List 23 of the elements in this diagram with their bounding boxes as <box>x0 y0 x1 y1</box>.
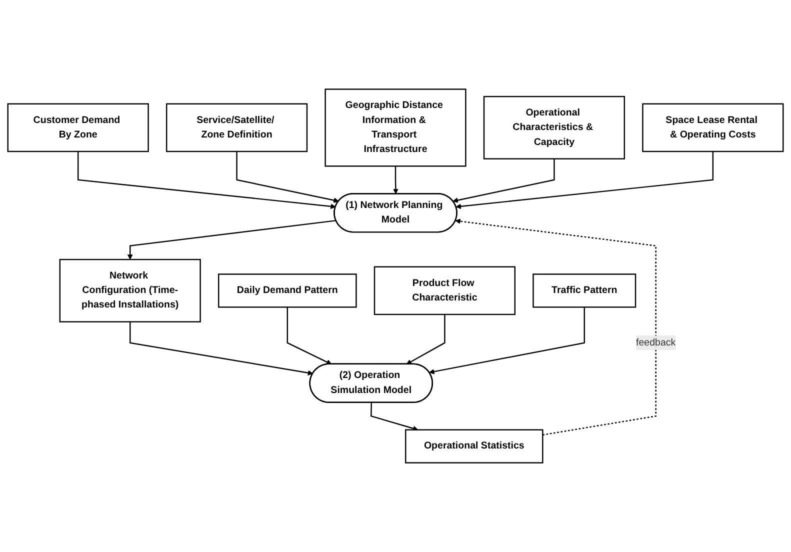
node-box: Product Flow Characteristic <box>374 266 516 316</box>
arrow <box>455 218 656 436</box>
node-box: Customer Demand By Zone <box>7 103 149 152</box>
node-box: Daily Demand Pattern <box>218 274 357 308</box>
node-box: Network Configuration (Time-phased Installations) <box>59 258 201 322</box>
node-box: Geographic Distance Information & Transport Infrastructure <box>324 88 466 167</box>
arrow <box>127 220 336 260</box>
arrow <box>370 402 418 432</box>
arrow <box>393 166 398 194</box>
arrow <box>77 151 336 210</box>
node-box: Operational Statistics <box>405 429 544 464</box>
node-box: Operational Characteristics & Capacity <box>483 96 626 160</box>
arrow <box>130 322 314 376</box>
node-box: Space Lease Rental & Operating Costs <box>642 103 784 152</box>
edge-label: feedback <box>636 337 676 348</box>
node-box: Traffic Pattern <box>532 274 636 308</box>
arrow <box>429 307 585 374</box>
node-box: Service/Satellite/ Zone Definition <box>166 103 308 152</box>
arrow <box>452 158 555 203</box>
arrow <box>456 151 714 210</box>
arrow <box>286 307 332 365</box>
arrow <box>406 314 446 364</box>
arrow <box>236 151 339 203</box>
